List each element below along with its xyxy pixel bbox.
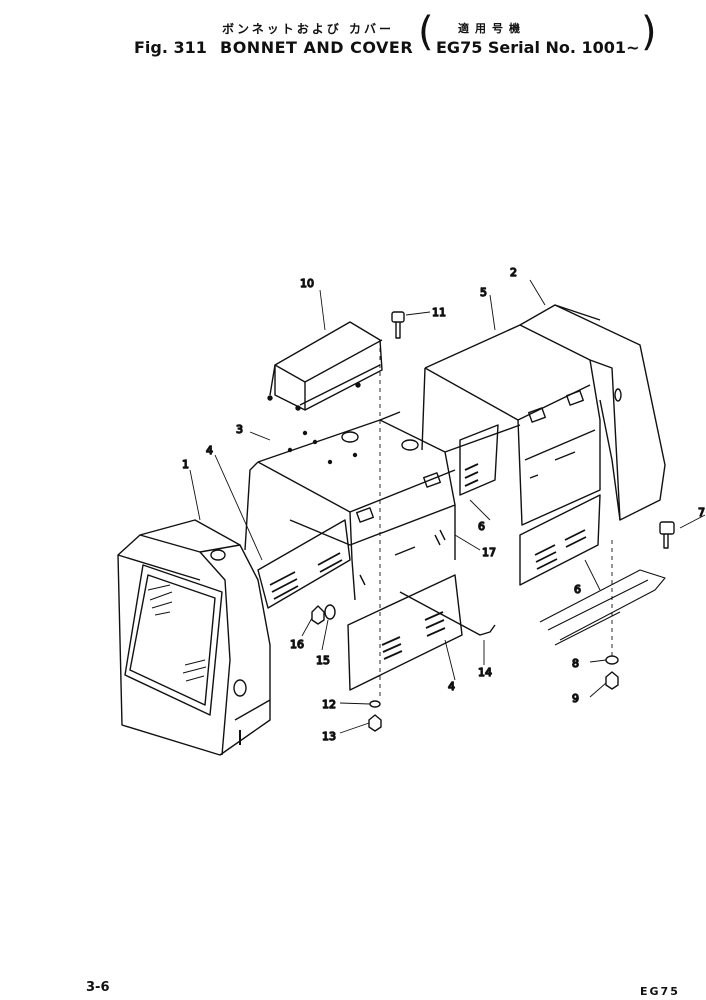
- bolt-part: [391, 311, 405, 339]
- callout-4-upper: 4: [206, 444, 213, 457]
- rear-side-panel-part: [519, 494, 601, 586]
- callout-5: 5: [480, 286, 487, 299]
- serial-range: EG75 Serial No. 1001~: [436, 38, 640, 57]
- model-code: EG75: [640, 985, 680, 998]
- japanese-title: ボンネットおよび カバー: [222, 22, 394, 36]
- small-fastener-parts: [311, 604, 382, 732]
- rear-bonnet-part: [421, 324, 601, 526]
- base-frame-part: [539, 569, 666, 646]
- upper-side-panel-part: [257, 519, 351, 609]
- callout-12: 12: [322, 698, 336, 711]
- figure-number: Fig. 311: [134, 38, 207, 57]
- callout-2: 2: [510, 266, 517, 279]
- callout-8: 8: [572, 657, 579, 670]
- handle-rod-part: [399, 591, 496, 636]
- callout-7: 7: [698, 506, 705, 519]
- callout-labels: 1 2 3 4 4 5 6 6 7 8 9 10 11 12 13 14 15 …: [181, 265, 705, 743]
- callout-6-left: 6: [478, 520, 485, 533]
- open-parenthesis: (: [418, 9, 434, 55]
- callout-11: 11: [432, 306, 446, 319]
- callout-3: 3: [236, 423, 243, 436]
- callout-9: 9: [572, 692, 579, 705]
- clip-part: [439, 529, 446, 541]
- callout-17: 17: [482, 546, 496, 559]
- front-cover-part: [117, 519, 271, 756]
- figure-title: BONNET AND COVER: [220, 38, 414, 57]
- callout-15: 15: [316, 654, 330, 667]
- callout-13: 13: [322, 730, 336, 743]
- lower-side-panel-part: [347, 534, 463, 691]
- close-parenthesis: ): [641, 9, 657, 55]
- center-bonnet-part: [244, 411, 521, 601]
- callout-4-lower: 4: [448, 680, 455, 693]
- callout-6-right: 6: [574, 583, 581, 596]
- callout-1: 1: [182, 458, 189, 471]
- center-lines: [379, 340, 613, 700]
- page-number: 3-6: [86, 980, 110, 995]
- callout-16: 16: [290, 638, 304, 651]
- callout-14: 14: [478, 666, 492, 679]
- leader-lines: [189, 279, 706, 734]
- top-cover-part: [267, 321, 383, 411]
- callout-10: 10: [300, 277, 314, 290]
- japanese-serial-label: 適用号機: [458, 22, 526, 35]
- rear-cover-part: [519, 304, 666, 521]
- bolt-washer-nut-parts: [605, 521, 675, 690]
